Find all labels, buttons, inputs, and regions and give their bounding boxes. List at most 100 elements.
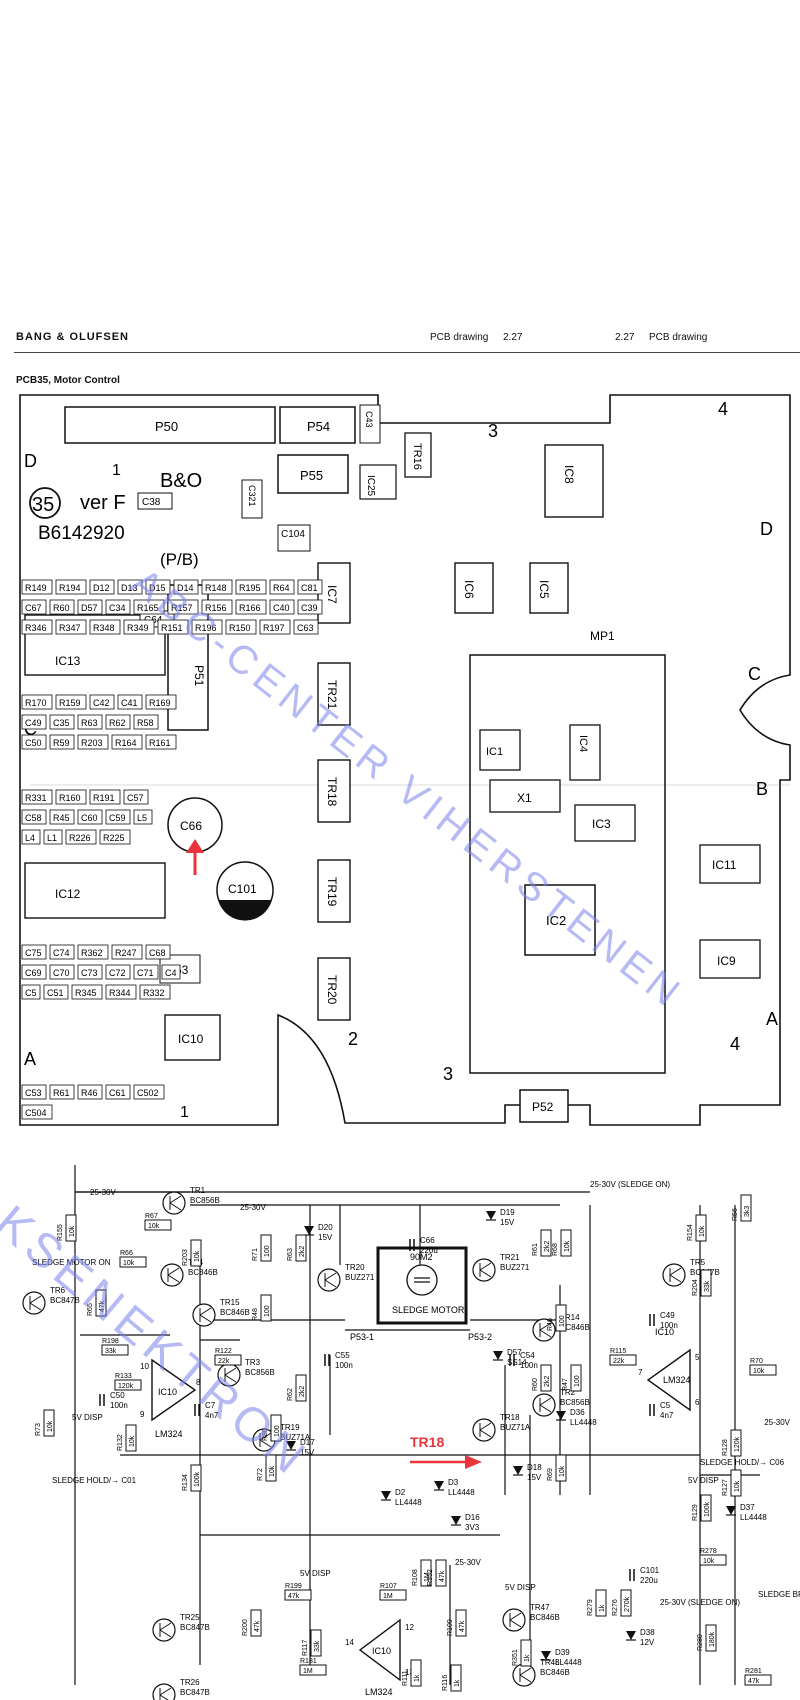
resistor-r111: R111 1k — [402, 1659, 422, 1687]
supply-label-3: 25-30V — [764, 1418, 790, 1427]
mp1-area — [469, 654, 666, 1074]
resistor-value: 10k — [129, 1435, 136, 1447]
resistor-value: 2k2 — [299, 1386, 306, 1397]
pcb-ref-c40: C40 — [269, 599, 295, 615]
capacitor-ref: C66 — [420, 1236, 435, 1245]
svg-text:C42: C42 — [93, 698, 110, 708]
resistor-value: 1M — [303, 1668, 313, 1675]
transistor-ref: TR5 — [690, 1258, 706, 1267]
resistor-value: 1k — [524, 1654, 531, 1662]
svg-text:D14: D14 — [177, 583, 194, 593]
transistor-part: BC847B — [180, 1688, 210, 1697]
pcb-ref-c57: C57 — [123, 789, 149, 805]
svg-text:R45: R45 — [53, 813, 70, 823]
resistor-value: 10k — [559, 1465, 566, 1477]
tr20-body: TR20 — [317, 957, 351, 1021]
diode-value: 15V — [500, 1218, 515, 1227]
motor-pin2: P53-2 — [468, 1332, 492, 1342]
pcb-ref-d12: D12 — [89, 579, 115, 595]
resistor-value: 47k — [254, 1620, 261, 1632]
transistor-ref: TR18 — [500, 1413, 520, 1422]
svg-text:C53: C53 — [25, 1088, 42, 1098]
pcb-ref-c63: C63 — [293, 619, 319, 635]
transistor-part: BC847B — [50, 1296, 80, 1305]
svg-text:R197: R197 — [263, 623, 285, 633]
header-right-page: 2.27 — [615, 332, 635, 343]
opamp-a-pin9: 9 — [140, 1410, 145, 1419]
ic25-package: IC25 — [359, 464, 397, 500]
capacitor-ref: C49 — [660, 1311, 675, 1320]
brand-name: BANG & OLUFSEN — [16, 331, 129, 343]
pcb-ref-l4: L4 — [21, 829, 41, 845]
svg-text:R59: R59 — [53, 738, 70, 748]
svg-text:C502: C502 — [137, 1088, 159, 1098]
svg-text:C75: C75 — [25, 948, 42, 958]
opamp-b-pin7: 7 — [638, 1368, 643, 1377]
svg-text:R164: R164 — [115, 738, 137, 748]
pcb-ref-c81: C81 — [297, 579, 323, 595]
pcb-ref-r149: R149 — [21, 579, 53, 595]
pcb-ref-r332: R332 — [139, 984, 171, 1000]
board-part-number: B6142920 — [38, 523, 125, 544]
resistor-ref: R108 — [412, 1569, 419, 1586]
svg-text:C74: C74 — [53, 948, 70, 958]
c321-cap: C321 — [241, 479, 263, 519]
opamp-ic10-a: IC10 LM324 10 9 8 — [140, 1358, 201, 1439]
resistor-ref: R109 — [447, 1619, 454, 1636]
supply-label-2: 25-30V (SLEDGE ON) — [590, 1180, 670, 1189]
signal-label-6: 5V DISP — [300, 1569, 331, 1578]
capacitor-value: 100n — [335, 1361, 353, 1370]
diode-value: 3V3 — [465, 1523, 480, 1532]
resistor-ref: R111 — [402, 1670, 409, 1686]
svg-text:R64: R64 — [273, 583, 290, 593]
block-p54 — [279, 406, 356, 444]
resistor-ref: R200 — [242, 1619, 249, 1636]
resistor-value: 1k — [454, 1679, 461, 1687]
pcb-ref-r166: R166 — [235, 599, 267, 615]
pcb-ref-c58: C58 — [21, 809, 47, 825]
svg-text:R46: R46 — [81, 1088, 98, 1098]
resistor-value: 1k — [414, 1674, 421, 1682]
resistor-ref: R60 — [532, 1378, 539, 1391]
diode-ref: D37 — [740, 1503, 755, 1512]
svg-text:R160: R160 — [59, 793, 81, 803]
transistor-part: BC846B — [220, 1308, 250, 1317]
zone-3-top: 3 — [488, 421, 498, 441]
resistor-value: 10k — [753, 1368, 765, 1375]
resistor-ref: R116 — [442, 1675, 449, 1691]
pcb-ref-r331: R331 — [21, 789, 53, 805]
pcb-ref-c35: C35 — [49, 714, 75, 730]
resistor-ref: R281 — [745, 1668, 762, 1675]
resistor-ref: R134 — [182, 1474, 189, 1491]
resistor-value: 47k — [439, 1570, 446, 1582]
ic12-label: IC12 — [55, 887, 81, 901]
svg-text:R332: R332 — [143, 988, 165, 998]
pcb-ref-c70: C70 — [49, 964, 75, 980]
pcb-ref-r349: R349 — [123, 619, 155, 635]
zone-c-right: C — [748, 664, 761, 684]
opamp-ic10-b: LM324 IC10 5 6 7 — [638, 1327, 700, 1412]
capacitor-value: 100n — [520, 1361, 538, 1370]
c66-label: C66 — [180, 819, 202, 833]
pcb-ref-c53: C53 — [21, 1084, 47, 1100]
pcb-ref-c50: C50 — [21, 734, 47, 750]
tr18-highlight-arrowhead — [465, 1455, 482, 1469]
svg-text:D13: D13 — [121, 583, 138, 593]
resistor-value: 47k — [459, 1620, 466, 1632]
tr19-body: TR19 — [317, 859, 351, 923]
transistor-ref: TR19 — [280, 1423, 300, 1432]
transistor-ref: TR25 — [180, 1613, 200, 1622]
signal-label-3: SLEDGE BREAK — [758, 1590, 800, 1599]
